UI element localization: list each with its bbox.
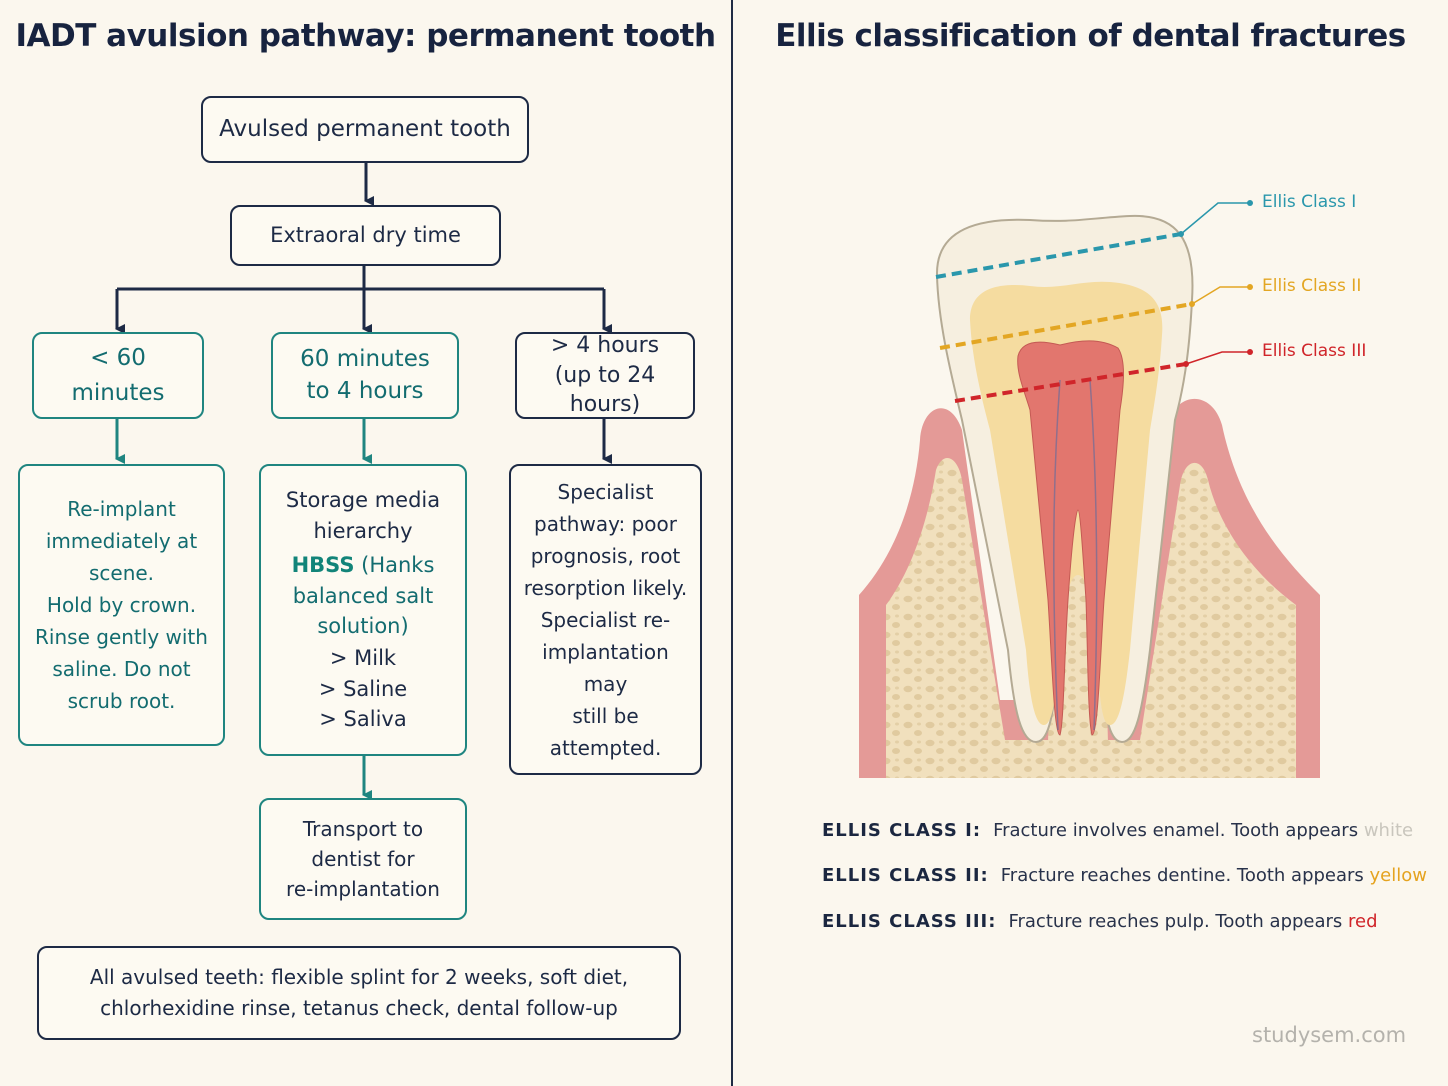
class-2-line xyxy=(939,302,1193,350)
flowchart-connectors xyxy=(115,163,612,800)
ellis-row-class-1: ELLIS CLASS I:Fracture involves enamel. … xyxy=(822,820,1414,841)
tooth-label-class-2: Ellis Class II xyxy=(1262,276,1362,296)
branch-line xyxy=(117,266,604,291)
color-word-red: red xyxy=(1348,911,1378,932)
action-box-storage-media: Storage media hierarchy HBSS (Hanks bala… xyxy=(259,464,467,756)
time-box-over-4h: > 4 hours (up to 24 hours) xyxy=(515,332,695,419)
avulsion-title: IADT avulsion pathway: permanent tooth xyxy=(15,18,716,54)
panel-divider xyxy=(731,0,733,1086)
ellis-row-class-2: ELLIS CLASS II:Fracture reaches dentine.… xyxy=(822,865,1427,886)
watermark: studysem.com xyxy=(1252,1023,1407,1047)
footer-box: All avulsed teeth: flexible splint for 2… xyxy=(37,946,681,1040)
hbss-abbr: HBSS xyxy=(291,553,355,578)
action-box-specialist: Specialist pathway: poor prognosis, root… xyxy=(509,464,702,775)
class-1-line xyxy=(935,232,1182,279)
tooth-label-class-3: Ellis Class III xyxy=(1262,341,1367,361)
ellis-title: Ellis classification of dental fractures xyxy=(775,18,1406,54)
time-box-60-to-4h: 60 minutes to 4 hours xyxy=(271,332,459,419)
color-word-white: white xyxy=(1363,820,1414,841)
transport-box: Transport to dentist for re-implantation xyxy=(259,798,467,920)
tooth-label-class-1: Ellis Class I xyxy=(1262,192,1357,212)
class-3-line xyxy=(954,362,1187,403)
root-box: Avulsed permanent tooth xyxy=(201,96,529,163)
alveolar-bone xyxy=(886,457,1296,778)
color-word-yellow: yellow xyxy=(1369,865,1427,886)
action-box-reimplant: Re-implant immediately at scene. Hold by… xyxy=(18,464,225,746)
decision-box: Extraoral dry time xyxy=(230,205,501,266)
ellis-row-class-3: ELLIS CLASS III:Fracture reaches pulp. T… xyxy=(822,911,1378,932)
time-box-under-60: < 60 minutes xyxy=(32,332,204,419)
